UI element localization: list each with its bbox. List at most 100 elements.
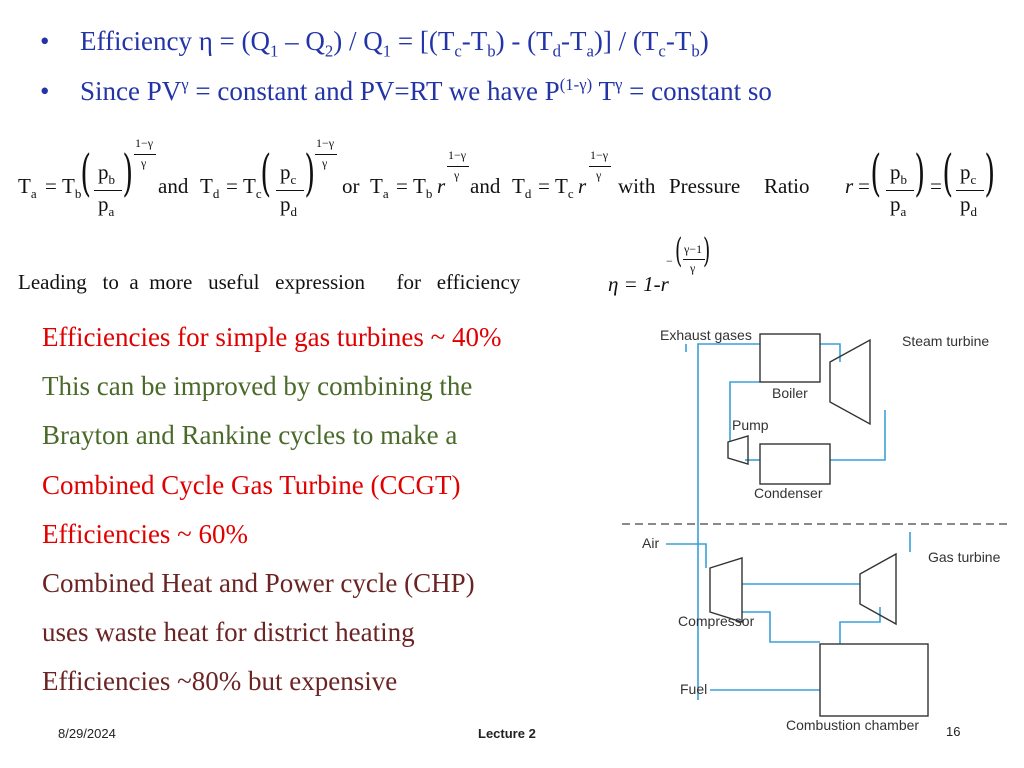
tc-symbol: Tc: [243, 174, 262, 202]
sup: (1-γ): [559, 75, 593, 94]
left-paren: (: [80, 144, 92, 202]
left-paren: (: [674, 231, 683, 271]
exp-num: 1−γ: [316, 136, 335, 150]
td-symbol: Td: [200, 174, 220, 202]
tb-symbol: Tb: [413, 174, 433, 202]
text: T: [592, 76, 615, 106]
equation-line: Ta = Tb ( pb pa ) 1−γ γ and Td = Tc ( pc…: [0, 130, 1024, 240]
sub: d: [552, 41, 561, 61]
footer-center: Lecture 2: [478, 726, 536, 741]
text: = constant so: [622, 76, 772, 106]
tb-symbol: Tb: [62, 174, 82, 202]
left-paren: (: [942, 144, 954, 202]
text: ): [699, 26, 709, 56]
bullet-efficiency: •Efficiency η = (Q1 – Q2) / Q1 = [(Tc-Tb…: [40, 26, 709, 61]
ratio-word: Ratio: [764, 174, 810, 198]
body-line-4: Combined Cycle Gas Turbine (CCGT): [42, 470, 461, 500]
sub: c: [658, 41, 666, 61]
pc: pc: [280, 160, 297, 188]
exp-den: γ: [322, 156, 328, 170]
with-word: with: [618, 174, 656, 198]
right-paren: ): [984, 144, 996, 202]
sub: b: [691, 41, 700, 61]
fraction-bar: [886, 190, 914, 191]
pd: pd: [280, 192, 298, 220]
footer-date: 8/29/2024: [58, 726, 116, 741]
bullet-dot: •: [40, 26, 50, 56]
label-combustion-chamber: Combustion chamber: [786, 717, 919, 733]
exp-num: 1−γ: [135, 136, 154, 150]
body-line-3: Brayton and Rankine cycles to make a: [42, 420, 458, 450]
pressure-word: Pressure: [669, 174, 741, 198]
bullet-since: • Since PVγ = constant and PV=RT we have …: [40, 75, 772, 107]
leading-text: Leading to a more useful expression for …: [18, 270, 521, 294]
pump-shape: [727, 435, 749, 465]
combustion-box: [819, 643, 929, 717]
sub: 2: [324, 41, 334, 61]
label-pump: Pump: [732, 417, 769, 433]
label-gas-turbine: Gas turbine: [928, 549, 1001, 565]
compressor-to-combustion: [742, 611, 820, 643]
body-line-1: Efficiencies for simple gas turbines ~ 4…: [42, 322, 502, 352]
sub: 1: [270, 41, 279, 61]
body-line-8: Efficiencies ~80% but expensive: [42, 666, 398, 696]
turbine-to-condenser: [830, 410, 886, 461]
boiler-box: [759, 333, 821, 383]
right-paren: ): [304, 144, 316, 202]
steam-turbine-shape: [829, 338, 871, 426]
exp-minus: −: [666, 254, 673, 268]
sub: c: [454, 41, 462, 61]
pa: pa: [890, 192, 907, 220]
exp-den: γ: [690, 261, 696, 275]
text: Efficiency η = (Q: [80, 26, 271, 56]
r-symbol: r: [437, 174, 446, 198]
equals: =: [930, 174, 942, 198]
exp-bar: [315, 154, 337, 155]
and-2: and: [470, 174, 501, 198]
ta-symbol: Ta: [370, 174, 389, 202]
label-boiler: Boiler: [772, 385, 808, 401]
equals: =: [858, 174, 870, 198]
pb: pb: [98, 160, 116, 188]
text: = [(T: [391, 26, 455, 56]
right-paren: ): [914, 144, 926, 202]
exhaust-line: [697, 343, 760, 700]
label-condenser: Condenser: [754, 485, 823, 501]
sub: 1: [382, 41, 392, 61]
sup: γ: [181, 75, 189, 94]
exp-num: γ−1: [684, 242, 703, 256]
gas-turbine-shape: [859, 552, 897, 626]
r-symbol: r: [578, 174, 587, 198]
bullet-dot: •: [40, 76, 50, 106]
exp-bar: [447, 166, 469, 167]
exp-num: 1−γ: [448, 148, 467, 162]
pc: pc: [960, 160, 977, 188]
right-paren: ): [702, 231, 711, 271]
td-symbol: Td: [512, 174, 532, 202]
label-compressor: Compressor: [678, 613, 755, 629]
fraction-bar: [94, 190, 122, 191]
pa: pa: [98, 192, 115, 220]
label-fuel: Fuel: [680, 681, 707, 697]
sub: b: [487, 41, 496, 61]
ta-symbol: Ta: [18, 174, 37, 202]
eta-expression: η = 1-r: [608, 272, 669, 296]
exp-num: 1−γ: [590, 148, 609, 162]
body-line-2: This can be improved by combining the: [42, 371, 473, 401]
text: Since PV: [80, 76, 182, 106]
body-line-7: uses waste heat for district heating: [42, 617, 415, 647]
and-1: and: [158, 174, 189, 198]
ccgt-diagram: Exhaust gases Steam turbine Boiler Pump …: [622, 327, 1008, 733]
r-symbol: r: [845, 174, 854, 198]
equals: =: [45, 174, 57, 198]
exp-den: γ: [596, 168, 602, 182]
exp-bar: [589, 166, 611, 167]
exp-bar: [134, 154, 156, 155]
footer-page-number: 16: [946, 724, 961, 739]
label-exhaust: Exhaust gases: [660, 327, 752, 343]
tc-symbol: Tc: [555, 174, 574, 202]
equals: =: [538, 174, 550, 198]
sub: a: [586, 41, 594, 61]
text: = constant and PV=RT we have P: [188, 76, 560, 106]
exp-den: γ: [454, 168, 460, 182]
